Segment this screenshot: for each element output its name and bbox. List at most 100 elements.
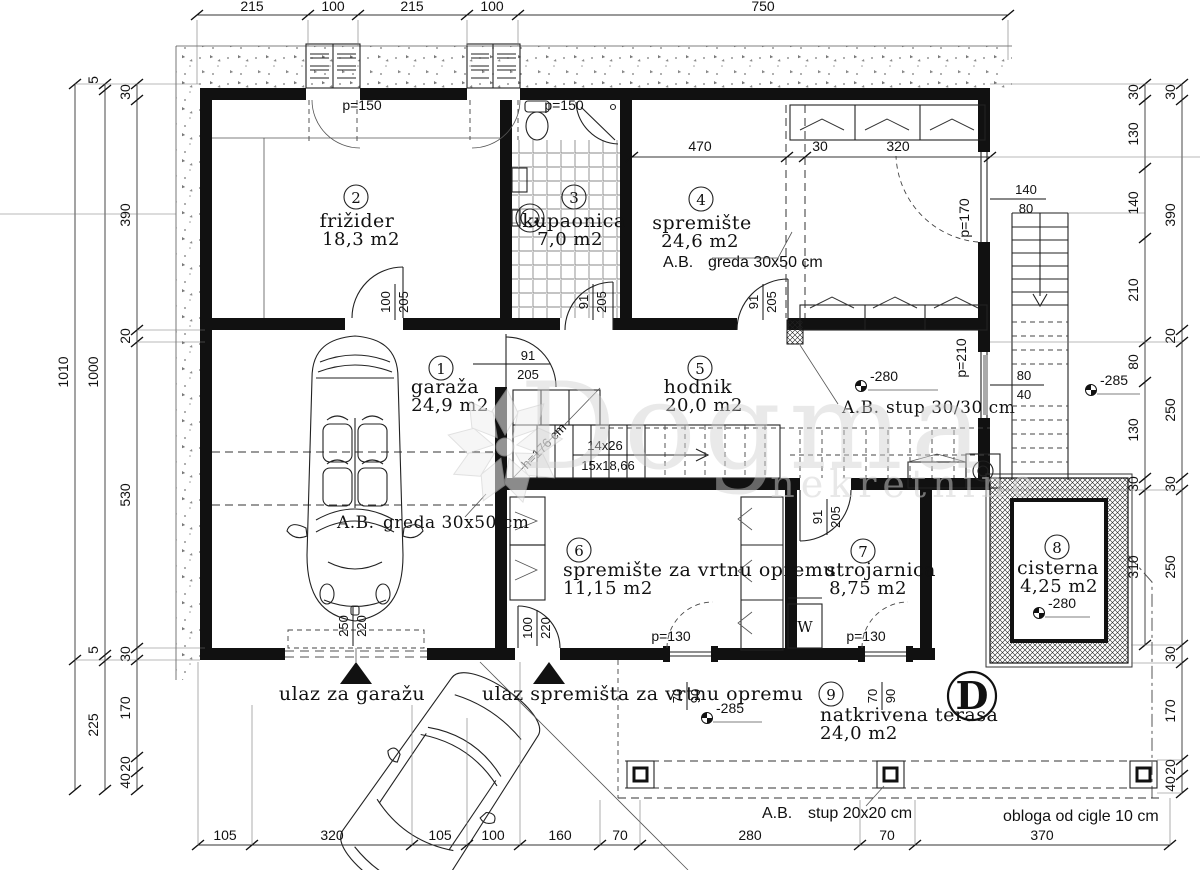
svg-text:-280: -280 <box>1048 595 1076 611</box>
dim-chain-left-outer: 1010 <box>55 78 82 796</box>
dim-chain-right-inner: 30 130 140 210 80 130 30 310 <box>1125 78 1152 651</box>
svg-text:-285: -285 <box>1100 372 1128 388</box>
svg-text:24,6 m2: 24,6 m2 <box>661 231 739 252</box>
bathroom-cabinet <box>511 167 528 193</box>
window-p130-a: p=130 70 90 <box>651 601 718 710</box>
svg-text:140: 140 <box>1015 182 1037 197</box>
svg-text:4: 4 <box>696 191 706 209</box>
svg-text:15x18,66: 15x18,66 <box>581 458 635 473</box>
svg-text:205: 205 <box>517 367 539 382</box>
svg-text:30: 30 <box>1162 646 1178 662</box>
entrance-storage: ulaz spremišta za vrtnu opremu <box>482 662 803 705</box>
stup-annotation-hodnik: A.B. stup 30/30 cm <box>799 344 1015 418</box>
svg-text:70: 70 <box>865 689 880 703</box>
gate-label-250-220: 250 220 <box>336 606 369 646</box>
ab-label: A.B. <box>663 254 693 271</box>
window-p210-80x40: p=210 80 40 <box>953 338 1044 418</box>
car-garage <box>286 335 424 622</box>
svg-text:70: 70 <box>612 827 628 843</box>
svg-text:70: 70 <box>670 689 685 703</box>
exterior-stipple-band <box>175 45 1012 680</box>
closet-room4-bottom <box>799 296 988 331</box>
door-100-205: 100 205 <box>351 266 411 320</box>
entrance-garage: ulaz za garažu <box>279 662 425 705</box>
parapet-label: p=170 <box>956 198 972 238</box>
svg-text:2: 2 <box>351 189 361 207</box>
window-label-80-40: 80 40 <box>990 368 1044 402</box>
door-label-91-205: 91 205 <box>576 284 609 320</box>
svg-text:24,9 m2: 24,9 m2 <box>411 395 489 416</box>
svg-text:18,3 m2: 18,3 m2 <box>322 229 400 250</box>
svg-text:310: 310 <box>1125 555 1141 579</box>
cistern-walls <box>985 473 1133 668</box>
dim-chain-room4: 470 30 320 <box>625 138 997 163</box>
level-marker-cisterna: -280 <box>1033 595 1090 619</box>
window-p150-b: p=150 <box>466 43 584 149</box>
svg-text:130: 130 <box>1125 122 1141 146</box>
svg-text:20,0 m2: 20,0 m2 <box>665 395 743 416</box>
terrace-column-c <box>1129 760 1158 789</box>
beam-annotation-garage: A.B. greda 30x50 cm <box>336 493 529 533</box>
room-label-garaza: 1 garaža 24,9 m2 <box>411 355 489 416</box>
dim-chain-bottom: 105 320 105 100 160 70 280 70 370 <box>191 827 1177 851</box>
bathroom-fixtures <box>511 100 619 233</box>
dim-chain-top: 215 100 215 100 750 <box>190 0 1015 21</box>
parapet-label: p=150 <box>544 97 584 113</box>
svg-text:91: 91 <box>521 348 535 363</box>
terrace-column-a <box>626 760 655 789</box>
svg-text:250: 250 <box>336 615 351 637</box>
room-label-spremiste: 4 spremište 24,6 m2 <box>652 186 751 252</box>
entrance-label-storage: ulaz spremišta za vrtnu opremu <box>482 683 803 705</box>
parapet-label: p=130 <box>846 628 886 644</box>
svg-text:170: 170 <box>1162 699 1178 723</box>
room-label-kupaonica: 3 kupaonica 7,0 m2 <box>522 184 625 250</box>
entrance-triangle-storage <box>533 662 565 684</box>
svg-text:205: 205 <box>828 506 843 528</box>
car-driveway <box>340 672 541 870</box>
room-label-terasa: 9 natkrivena terasa 24,0 m2 <box>818 681 998 744</box>
svg-text:frižider: frižider <box>320 210 395 232</box>
closet-room4-top <box>789 104 986 141</box>
svg-text:kupaonica: kupaonica <box>522 210 625 232</box>
watermark: Dogma nekretnine <box>445 358 1034 507</box>
svg-text:-285: -285 <box>716 700 744 716</box>
svg-text:70: 70 <box>879 827 895 843</box>
svg-text:30: 30 <box>1125 476 1141 492</box>
svg-text:D: D <box>956 673 989 718</box>
svg-text:91: 91 <box>746 295 761 309</box>
greda-label: greda 30x50 cm <box>383 513 529 533</box>
door-label-100-220: 100 220 <box>520 610 553 646</box>
bathroom-tile-floor <box>512 140 620 318</box>
level-marker-hodnik: -280 <box>855 368 938 392</box>
stairs-labels: 14x26 15x18,66 <box>573 438 650 473</box>
shower <box>575 101 619 145</box>
svg-text:9: 9 <box>826 686 836 704</box>
level-marker-east: -285 <box>1085 372 1140 396</box>
watermark-brand: Dogma <box>520 358 991 497</box>
beam-dashes-room4 <box>785 105 806 318</box>
svg-text:1010: 1010 <box>55 356 71 387</box>
svg-text:225: 225 <box>85 713 101 737</box>
terrace-column-b <box>876 760 905 789</box>
svg-text:750: 750 <box>751 0 775 14</box>
window-p170-140x80: p=170 140 80 <box>895 152 1046 243</box>
svg-text:24,0 m2: 24,0 m2 <box>820 723 898 744</box>
svg-text:80: 80 <box>1019 201 1033 216</box>
svg-text:90: 90 <box>688 689 703 703</box>
svg-text:5: 5 <box>695 360 705 378</box>
svg-text:30: 30 <box>117 84 133 100</box>
door-label-91-205: 91 205 <box>810 499 843 535</box>
svg-text:7: 7 <box>858 543 868 561</box>
svg-text:250: 250 <box>1162 398 1178 422</box>
door-label-91-205: 91 205 <box>746 284 779 320</box>
room-label-spremiste-vrt: 6 spremište za vrtnu opremu 11,15 m2 <box>563 537 836 599</box>
door-room4: 91 205 <box>736 278 789 331</box>
watermark-logo <box>445 388 565 507</box>
svg-text:1: 1 <box>436 360 446 378</box>
svg-text:garaža: garaža <box>411 376 479 398</box>
section-marker-d: D <box>946 670 998 722</box>
svg-text:100: 100 <box>321 0 345 14</box>
svg-text:220: 220 <box>538 617 553 639</box>
washer: W <box>787 597 823 649</box>
svg-text:cisterna: cisterna <box>1017 557 1099 579</box>
